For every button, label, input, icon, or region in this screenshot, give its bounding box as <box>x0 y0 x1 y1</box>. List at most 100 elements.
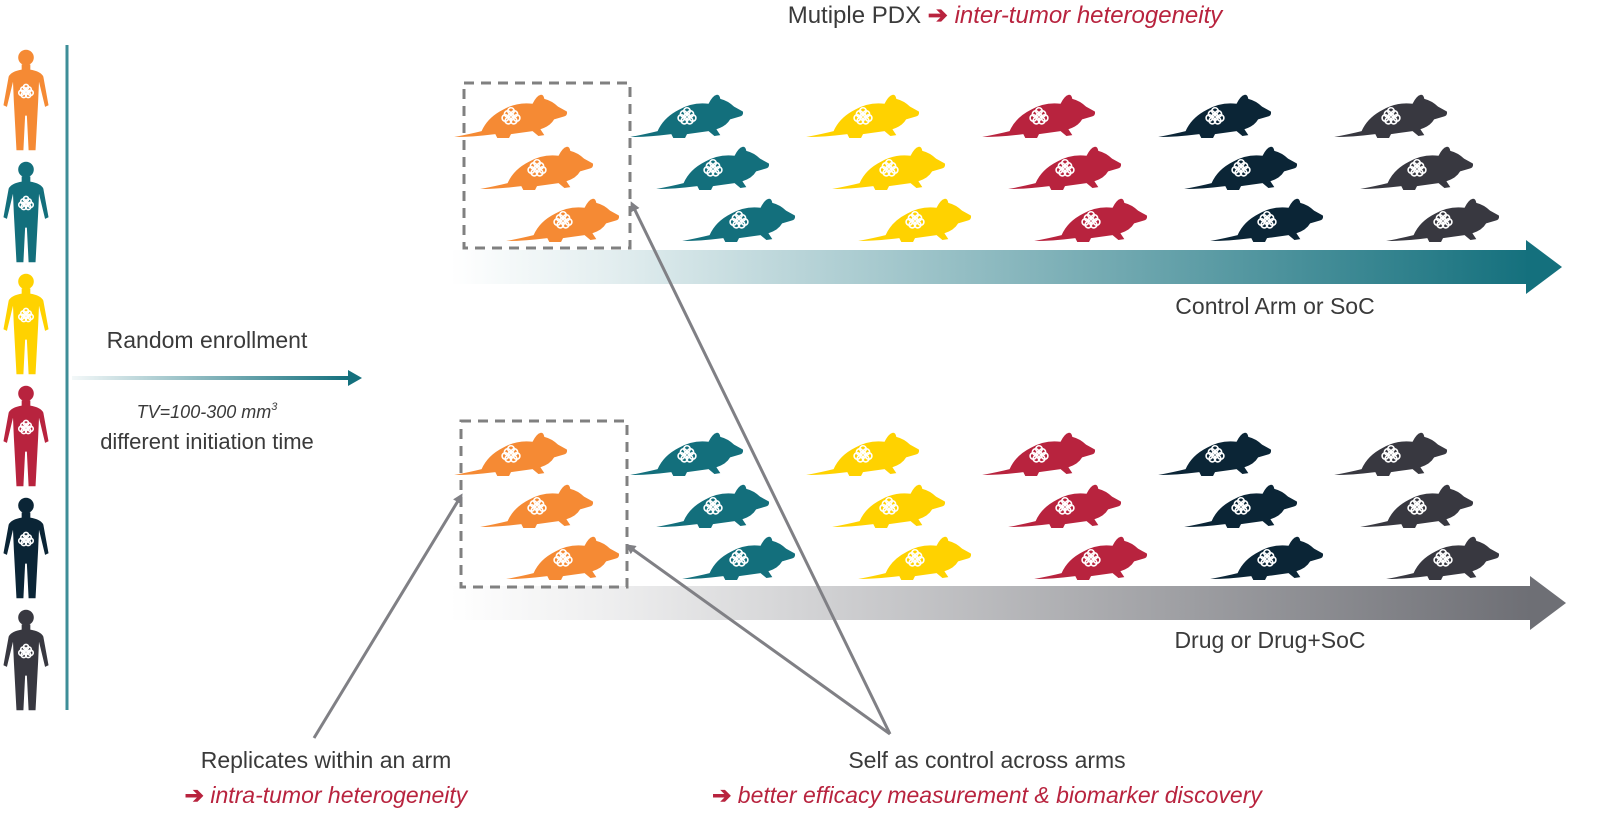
mouse-item <box>982 432 1096 477</box>
mouse-tumor-icon <box>879 496 899 515</box>
mouse-item <box>1034 536 1148 581</box>
mouse-tumor-icon <box>703 496 723 515</box>
header-arrow-icon: ➔ <box>928 2 948 29</box>
patient-tumor-icon <box>17 419 35 435</box>
control-arm-arrow-shaft <box>450 250 1530 284</box>
mouse-item <box>832 484 946 529</box>
replicates-accent: ➔ intra-tumor heterogeneity <box>185 782 469 808</box>
self-control-accent: ➔ better efficacy measurement & biomarke… <box>712 782 1263 808</box>
mouse-tumor-icon <box>1029 444 1049 463</box>
mouse-item <box>1034 198 1148 243</box>
human-figure-icon <box>3 497 49 599</box>
mouse-item <box>982 94 1096 139</box>
mouse-item <box>1386 536 1500 581</box>
mouse-item <box>1334 94 1448 139</box>
mouse-tumor-icon <box>1205 106 1225 125</box>
patient-column <box>3 49 49 711</box>
self-control-accent-text: better efficacy measurement & biomarker … <box>738 782 1264 808</box>
mouse-item <box>858 536 972 581</box>
patient-figure <box>3 497 49 599</box>
mouse-tumor-icon <box>1231 158 1251 177</box>
human-figure-icon <box>3 609 49 711</box>
mouse-tumor-icon <box>1055 496 1075 515</box>
replicates-arrow-icon: ➔ <box>185 782 204 808</box>
mouse-item <box>858 198 972 243</box>
mouse-tumor-icon <box>1433 210 1453 229</box>
mouse-item <box>630 432 744 477</box>
patient-figure <box>3 161 49 263</box>
timing-label: different initiation time <box>100 429 314 454</box>
mouse-tumor-icon <box>553 210 573 229</box>
patient-figure <box>3 385 49 487</box>
patient-figure <box>3 609 49 711</box>
mouse-item <box>1008 484 1122 529</box>
human-figure-icon <box>3 161 49 263</box>
replicates-pointer <box>312 493 463 739</box>
mouse-tumor-icon <box>1381 444 1401 463</box>
patient-figure <box>3 49 49 151</box>
mouse-tumor-icon <box>1029 106 1049 125</box>
drug-arm-arrow-shaft <box>450 586 1530 620</box>
mouse-item <box>480 146 594 191</box>
mouse-tumor-icon <box>501 444 521 463</box>
mouse-tumor-icon <box>1081 210 1101 229</box>
human-figure-icon <box>3 273 49 375</box>
patient-tumor-icon <box>17 195 35 211</box>
self-control-pointer-top <box>630 201 892 735</box>
mouse-item <box>1008 146 1122 191</box>
mouse-tumor-icon <box>527 158 547 177</box>
mouse-tumor-icon <box>1055 158 1075 177</box>
mouse-tumor-icon <box>1257 210 1277 229</box>
header-main-text: Mutiple PDX <box>788 2 921 29</box>
mouse-grid <box>454 94 1500 581</box>
self-control-arrow-icon: ➔ <box>712 782 731 808</box>
mouse-tumor-icon <box>905 548 925 567</box>
mouse-item <box>1158 432 1272 477</box>
mouse-item <box>480 484 594 529</box>
drug-arm-label: Drug or Drug+SoC <box>1174 627 1365 653</box>
mouse-tumor-icon <box>729 548 749 567</box>
mouse-item <box>630 94 744 139</box>
mouse-tumor-icon <box>501 106 521 125</box>
mouse-item <box>1184 146 1298 191</box>
mouse-tumor-icon <box>1381 106 1401 125</box>
mouse-item <box>1158 94 1272 139</box>
header-accent-text: inter-tumor heterogeneity <box>955 2 1225 29</box>
human-figure-icon <box>3 385 49 487</box>
mouse-tumor-icon <box>527 496 547 515</box>
control-replicate-box <box>462 81 632 250</box>
mouse-item <box>656 146 770 191</box>
replicates-label: Replicates within an arm <box>201 747 452 773</box>
mouse-item <box>656 484 770 529</box>
mouse-item <box>1386 198 1500 243</box>
mouse-tumor-icon <box>879 158 899 177</box>
mouse-item <box>806 94 920 139</box>
mouse-tumor-icon <box>1433 548 1453 567</box>
mouse-item <box>454 94 568 139</box>
mouse-tumor-icon <box>677 444 697 463</box>
control-arm-label: Control Arm or SoC <box>1175 293 1374 319</box>
mouse-item <box>506 198 620 243</box>
mouse-tumor-icon <box>553 548 573 567</box>
patient-tumor-icon <box>17 83 35 99</box>
tv-label: TV=100-300 mm3 <box>137 401 279 422</box>
mouse-tumor-icon <box>1231 496 1251 515</box>
header-title: Mutiple PDX ➔ inter-tumor heterogeneity <box>788 2 1225 29</box>
human-figure-icon <box>3 49 49 151</box>
enrollment-arrow-shaft <box>72 376 350 380</box>
mouse-tumor-icon <box>729 210 749 229</box>
mouse-item <box>1184 484 1298 529</box>
enrollment-label: Random enrollment <box>107 327 308 353</box>
replicates-accent-text: intra-tumor heterogeneity <box>210 782 468 808</box>
mouse-tumor-icon <box>905 210 925 229</box>
mouse-tumor-icon <box>703 158 723 177</box>
mouse-item <box>832 146 946 191</box>
self-control-pointer-bottom <box>625 544 891 736</box>
control-arm-arrow-head <box>1526 240 1562 294</box>
mouse-tumor-icon <box>1081 548 1101 567</box>
tv-superscript: 3 <box>271 401 278 413</box>
patient-tumor-icon <box>17 307 35 323</box>
mouse-tumor-icon <box>853 444 873 463</box>
